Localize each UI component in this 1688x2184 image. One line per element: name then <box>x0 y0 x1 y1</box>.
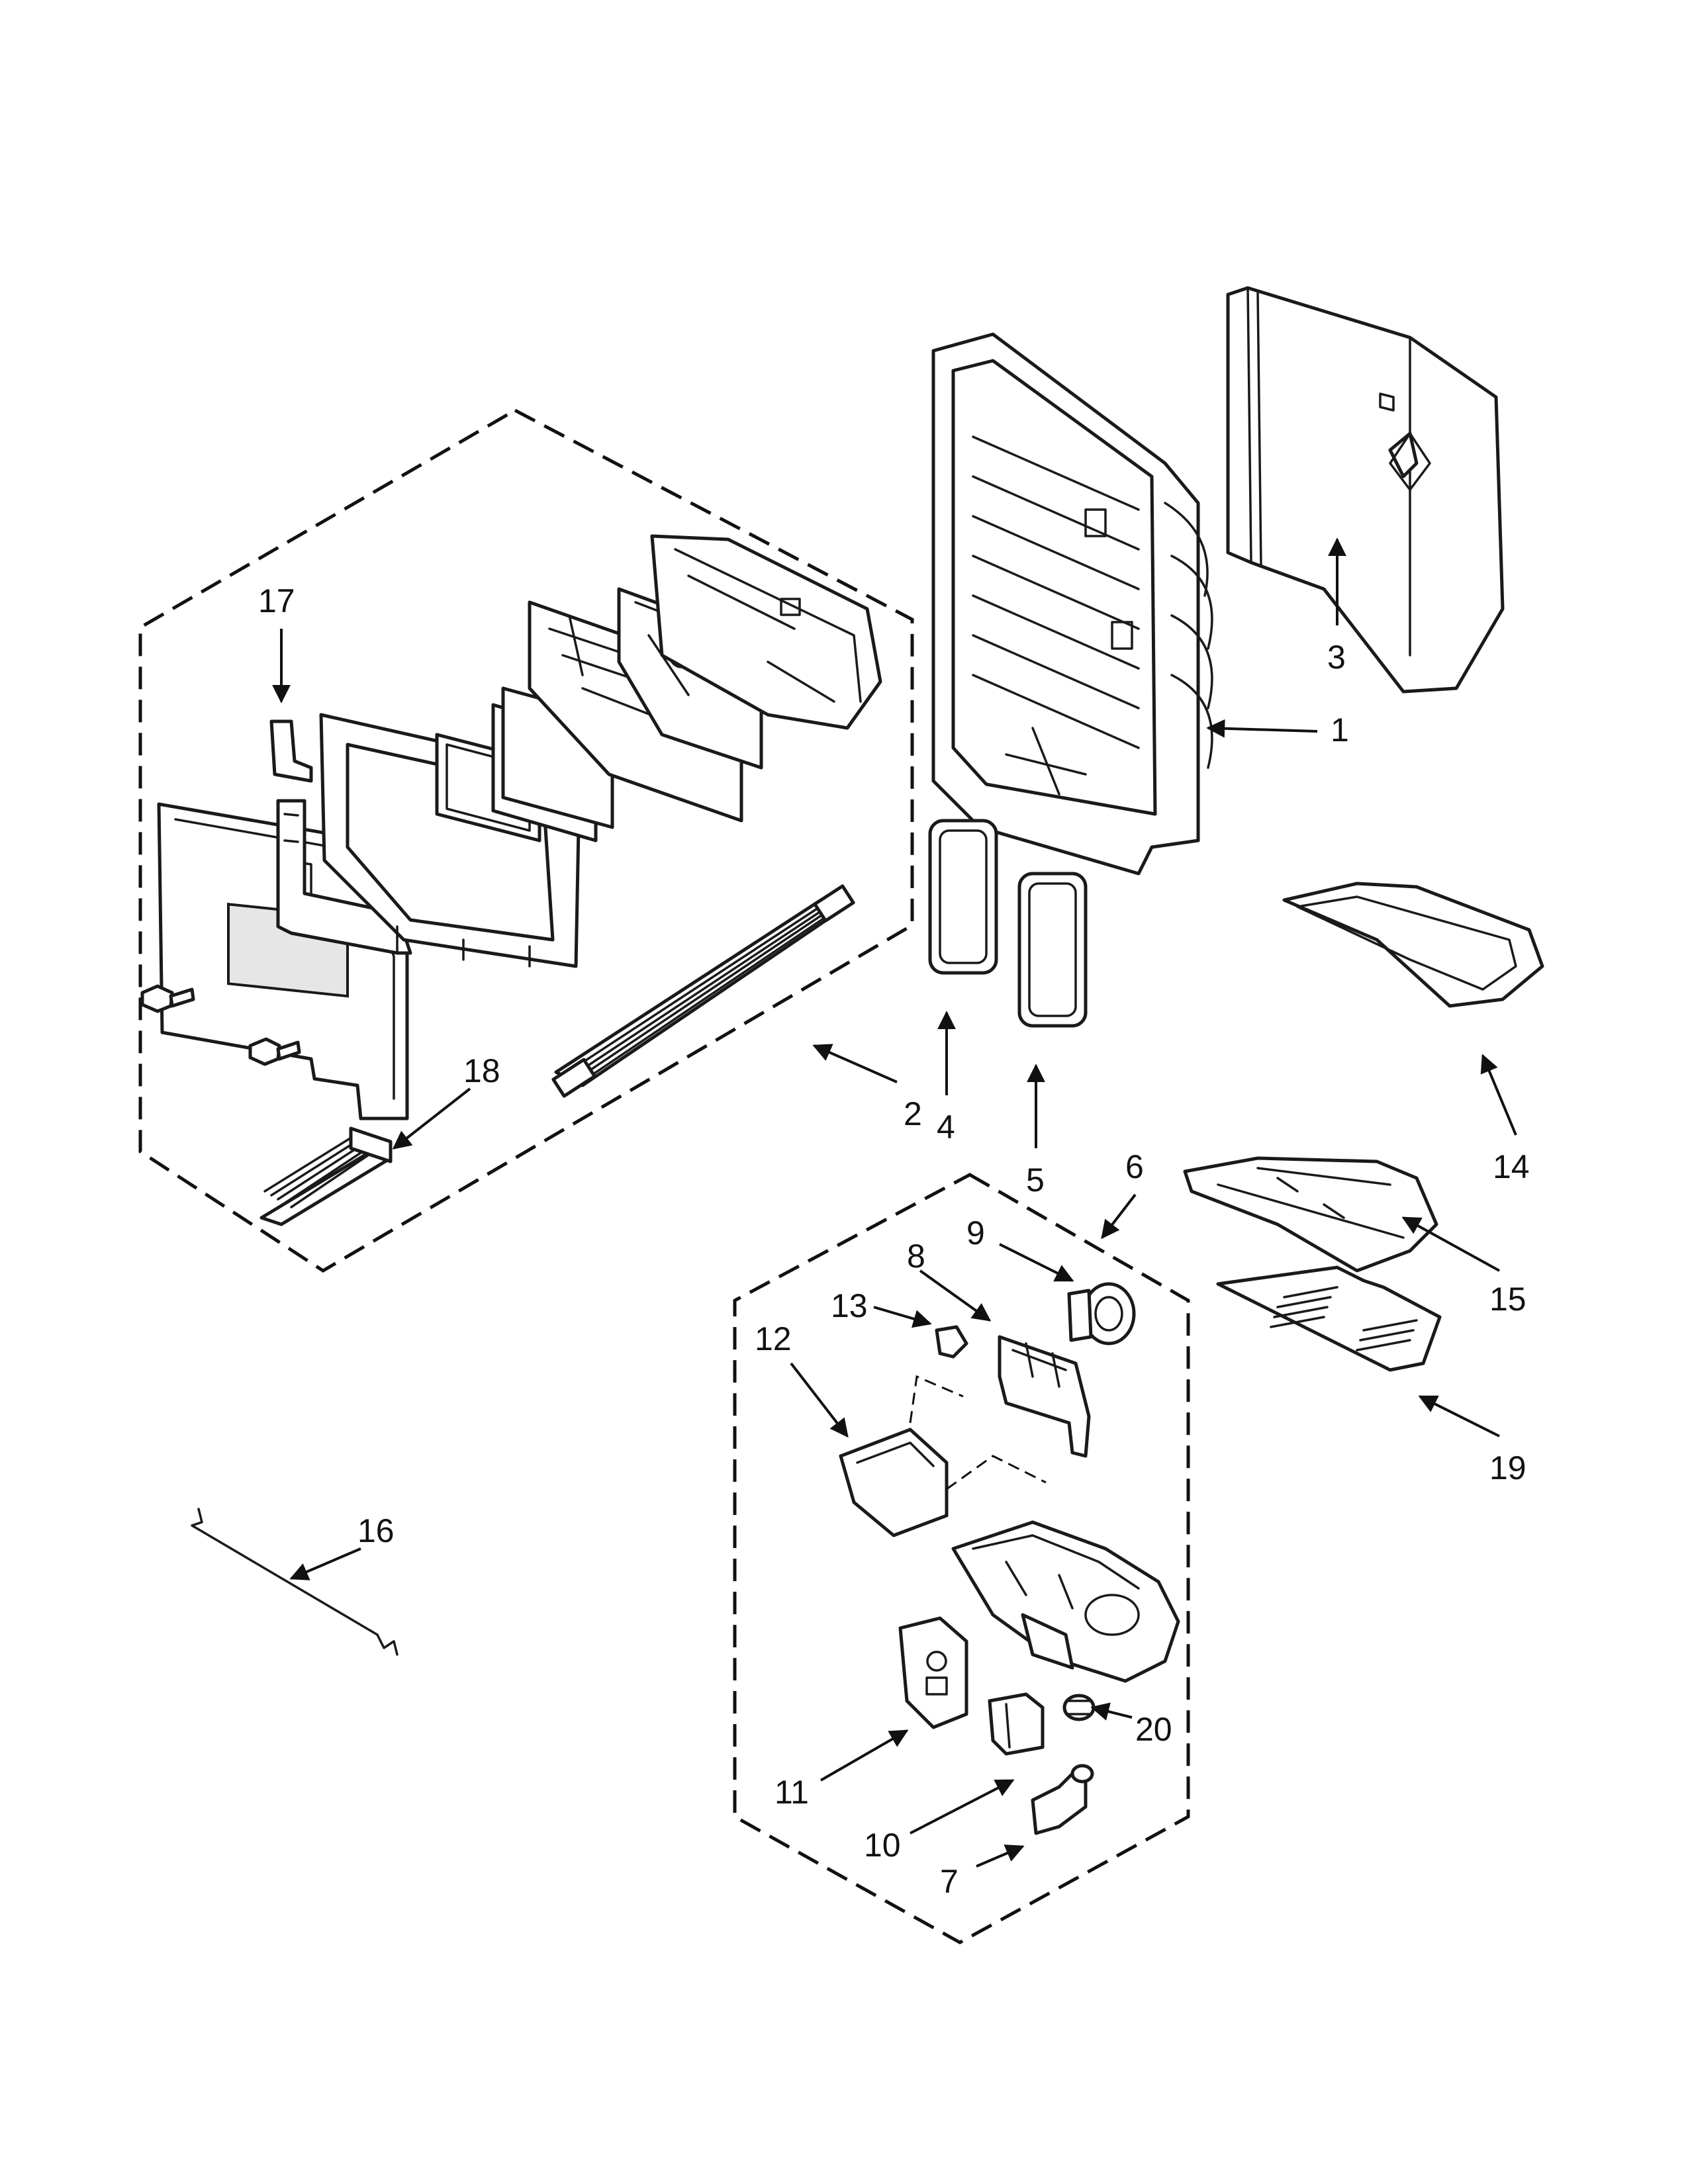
callout-13: 13 <box>831 1287 868 1324</box>
dispenser-motor <box>1067 1282 1136 1345</box>
leader-15 <box>1401 1216 1500 1272</box>
drip-tray-upper <box>1282 882 1544 1008</box>
callout-4: 4 <box>937 1109 955 1146</box>
leader-6 <box>1101 1193 1137 1240</box>
callout-1: 1 <box>1331 711 1349 749</box>
callout-12: 12 <box>755 1320 792 1357</box>
callout-11: 11 <box>774 1774 809 1811</box>
dispenser-group-outline <box>733 1173 1190 1944</box>
callout-18: 18 <box>463 1052 500 1089</box>
ice-bin-cover <box>1226 286 1505 694</box>
control-assembly-group-outline <box>138 408 914 1273</box>
leader-18 <box>392 1087 471 1150</box>
drive-gear <box>1062 1694 1096 1721</box>
callout-17: 17 <box>258 582 295 619</box>
leader-14 <box>1480 1054 1517 1136</box>
callout-2: 2 <box>904 1095 922 1132</box>
leader-2 <box>812 1044 898 1083</box>
screw-upper <box>140 984 195 1013</box>
leader-11 <box>820 1729 909 1782</box>
callout-6: 6 <box>1125 1148 1144 1185</box>
leader-10 <box>910 1779 1015 1835</box>
control-housing-back <box>650 534 882 730</box>
callout-10: 10 <box>864 1827 901 1864</box>
drip-tray-frame <box>1183 1156 1438 1273</box>
wire-rod <box>191 1508 399 1656</box>
callout-8: 8 <box>907 1238 925 1275</box>
screw-lower <box>248 1037 301 1066</box>
ice-bin-housing <box>931 332 1213 876</box>
water-outlet-elbow <box>1031 1764 1094 1835</box>
leader-9 <box>999 1243 1074 1282</box>
callout-19: 19 <box>1489 1449 1526 1486</box>
leader-7 <box>976 1844 1025 1868</box>
mounting-screw <box>935 1325 968 1359</box>
leader-8 <box>919 1269 992 1322</box>
callout-20: 20 <box>1135 1711 1172 1748</box>
drip-tray-grille <box>1216 1265 1442 1372</box>
leader-19 <box>1418 1395 1500 1437</box>
callout-9: 9 <box>966 1214 985 1251</box>
leader-20 <box>1090 1702 1133 1721</box>
wire-harness-connector <box>259 1126 393 1226</box>
callout-3: 3 <box>1327 639 1346 676</box>
callout-7: 7 <box>940 1863 959 1900</box>
dispenser-cover <box>898 1616 968 1729</box>
leader-1 <box>1206 719 1318 738</box>
dispenser-housing <box>951 1520 1180 1683</box>
ice-chute <box>839 1375 1047 1537</box>
leader-13 <box>873 1306 932 1328</box>
gasket-right <box>1017 872 1088 1028</box>
ribbon-cable <box>551 884 855 1098</box>
callout-5: 5 <box>1026 1161 1045 1199</box>
connector-clip <box>269 719 313 783</box>
callout-16: 16 <box>357 1512 395 1549</box>
leader-16 <box>289 1547 361 1580</box>
gasket-left <box>928 819 998 975</box>
actuator-bracket <box>998 1335 1091 1458</box>
dispenser-switch <box>988 1692 1045 1756</box>
callout-15: 15 <box>1489 1281 1526 1318</box>
callout-14: 14 <box>1493 1148 1530 1185</box>
leader-12 <box>790 1362 849 1438</box>
